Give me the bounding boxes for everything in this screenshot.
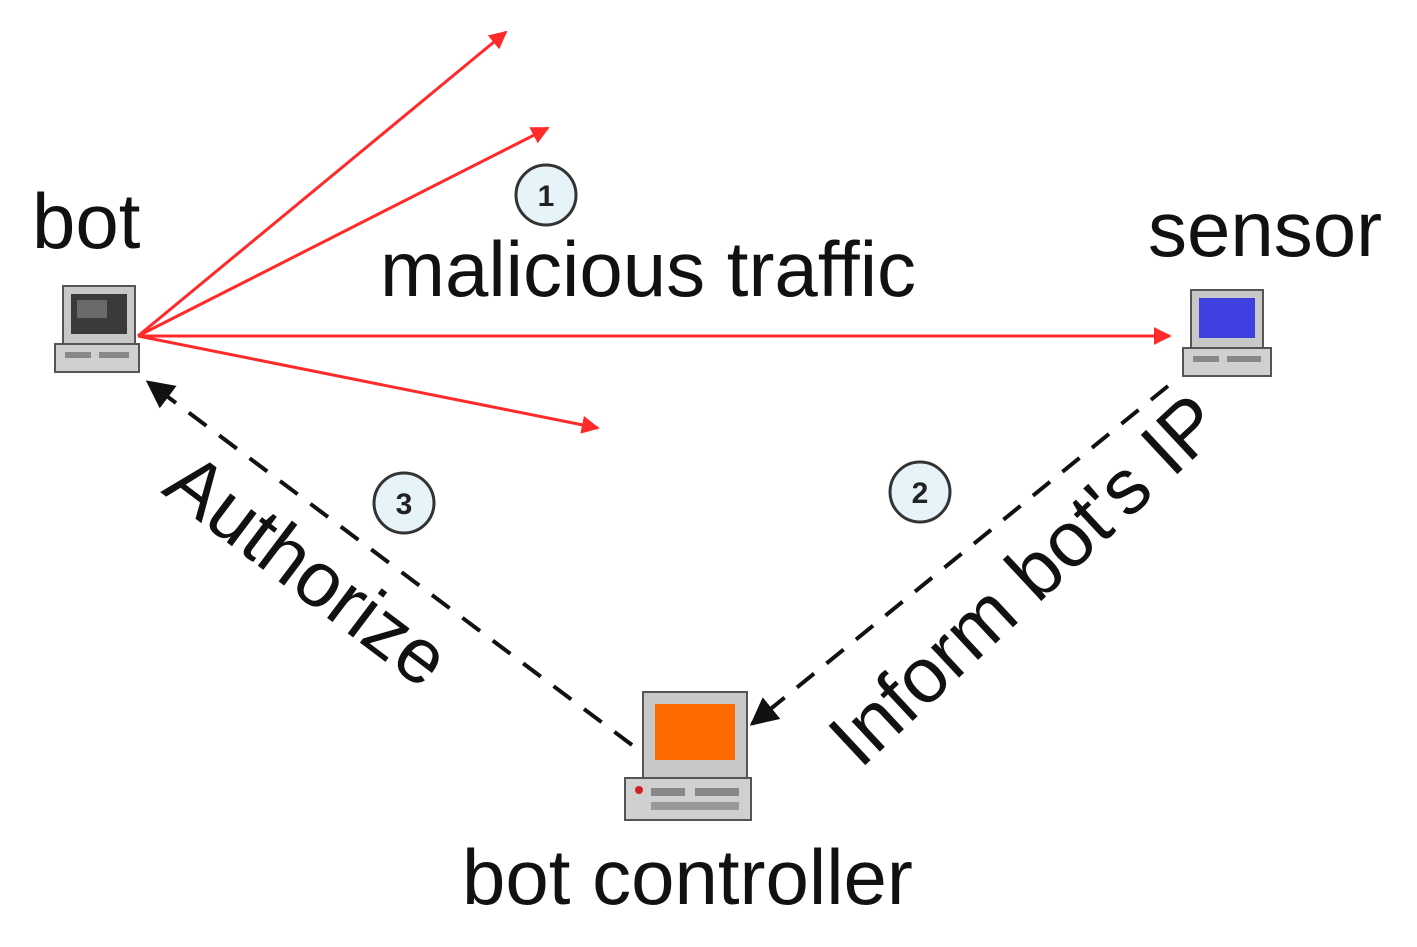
traffic-ray-1 <box>137 30 508 338</box>
inform-arrow <box>749 384 1170 726</box>
malicious-traffic-rays <box>137 30 1172 434</box>
traffic-ray-3 <box>137 334 600 434</box>
step-badge-3: 3 <box>372 471 436 535</box>
step-3-number: 3 <box>396 488 413 521</box>
authorize-arrow <box>145 380 634 747</box>
sensor-screen <box>1199 298 1255 338</box>
step-2-number: 2 <box>912 477 929 510</box>
dashed-edges <box>145 380 1170 747</box>
inform-label: Inform bot's IP <box>812 377 1238 783</box>
step-badge-1: 1 <box>514 163 578 227</box>
controller-label: bot controller <box>462 833 913 921</box>
step-1-number: 1 <box>538 180 555 213</box>
bot-computer-icon <box>54 285 140 373</box>
controller-computer-icon <box>624 691 752 821</box>
step-badge-2: 2 <box>888 460 952 524</box>
traffic-label: malicious traffic <box>380 225 916 313</box>
sensor-label: sensor <box>1148 185 1382 273</box>
sensor-computer-icon <box>1182 289 1272 377</box>
bot-label: bot <box>32 177 141 265</box>
traffic-ray-2 <box>137 126 550 338</box>
controller-screen <box>655 704 735 760</box>
